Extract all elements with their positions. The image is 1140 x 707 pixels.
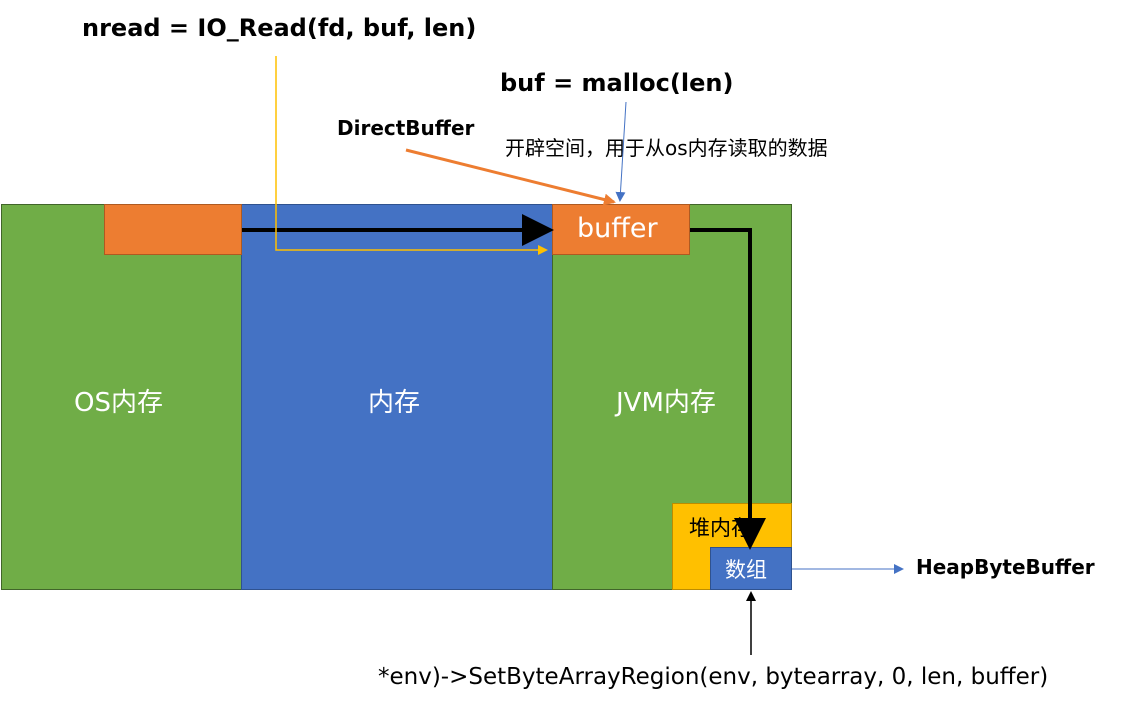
array-block: 数组 bbox=[710, 547, 792, 590]
jvm-memory-label: JVM内存 bbox=[616, 388, 716, 418]
os-memory-region bbox=[1, 204, 242, 590]
heap-byte-buffer-label: HeapByteBuffer bbox=[916, 555, 1095, 579]
set-byte-array-code: *env)->SetByteArrayRegion(env, bytearray… bbox=[378, 664, 1049, 690]
io-read-code: nread = IO_Read(fd, buf, len) bbox=[82, 14, 477, 42]
buffer-to-array-arrow bbox=[690, 228, 766, 550]
memory-region bbox=[241, 204, 553, 590]
os-memory-data-block bbox=[104, 204, 242, 255]
direct-buffer-block: buffer bbox=[552, 204, 690, 255]
malloc-code: buf = malloc(len) bbox=[500, 69, 734, 97]
buffer-label: buffer bbox=[577, 213, 658, 244]
direct-buffer-arrow bbox=[405, 148, 616, 206]
array-label: 数组 bbox=[725, 558, 767, 582]
io-read-arrow bbox=[275, 56, 548, 255]
os-memory-label: OS内存 bbox=[74, 388, 163, 418]
memory-label: 内存 bbox=[368, 388, 421, 418]
direct-buffer-label: DirectBuffer bbox=[337, 116, 475, 140]
alloc-note: 开辟空间，用于从os内存读取的数据 bbox=[505, 136, 828, 160]
malloc-arrow bbox=[615, 101, 627, 202]
